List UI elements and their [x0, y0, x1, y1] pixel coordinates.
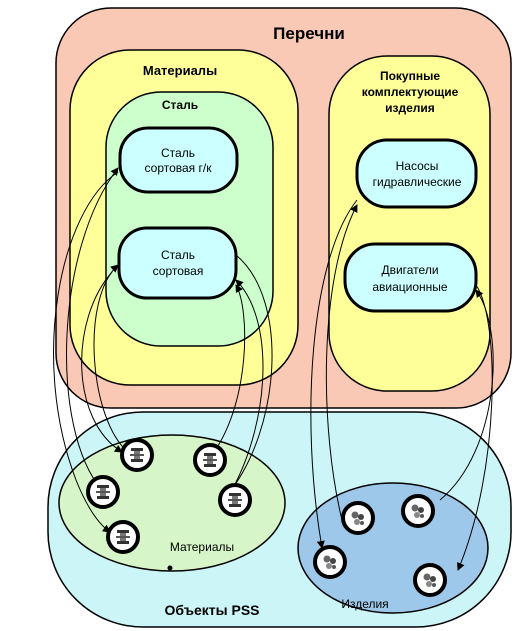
purchased-item-pumps-line1: Насосы [396, 159, 439, 173]
assembly-icon[interactable] [413, 563, 447, 597]
purchased-item-pumps-line2: гидравлические [373, 175, 462, 189]
purchased-item-engines[interactable] [343, 242, 478, 313]
connector-arrow [213, 284, 246, 453]
assembly-icon[interactable] [341, 501, 375, 535]
materials-title: Материалы [143, 63, 217, 78]
pss-materials-label: Материалы [170, 540, 234, 554]
connector-arrow [66, 167, 119, 491]
pss-title: Объекты PSS [164, 602, 259, 618]
connector-arrow [227, 254, 273, 495]
connector-arrow [325, 204, 358, 521]
purchased-title-line3: изделия [385, 101, 435, 115]
steel-item-section-line1: Сталь [161, 248, 195, 262]
connector-arrow [310, 199, 358, 549]
steel-item-section-line2: сортовая [153, 264, 204, 278]
spool-icon[interactable] [120, 438, 154, 472]
connector-arrow [53, 171, 119, 533]
steel-item-section[interactable] [117, 226, 238, 300]
steel-title: Сталь [162, 98, 198, 112]
spool-icon[interactable] [86, 475, 120, 509]
purchased-item-engines-line1: Двигатели [381, 263, 438, 277]
steel-item-hot-rolled-line2: сортовая г/к [145, 161, 213, 175]
purchased-item-engines-line2: авиационные [372, 280, 448, 294]
steel-item-hot-rolled-line1: Сталь [161, 146, 195, 160]
lists-title: Перечни [273, 24, 345, 43]
connector-arrow [81, 271, 123, 453]
spool-icon[interactable] [106, 520, 140, 554]
connector-arrow [439, 289, 494, 501]
connector-dot [167, 565, 173, 571]
pss-products-label: Изделия [341, 597, 388, 611]
connector-arrow [93, 264, 129, 453]
steel-item-hot-rolled[interactable] [118, 126, 239, 194]
purchased-item-pumps[interactable] [355, 138, 478, 209]
purchased-title-line2: комплектующие [362, 85, 459, 99]
spool-icon[interactable] [218, 483, 252, 517]
assembly-icon[interactable] [313, 545, 347, 579]
connector-arrow [231, 279, 264, 491]
connections [53, 167, 494, 571]
purchased-title-line1: Покупные [380, 69, 440, 83]
spool-icon[interactable] [193, 443, 227, 477]
assembly-icon[interactable] [401, 494, 435, 528]
